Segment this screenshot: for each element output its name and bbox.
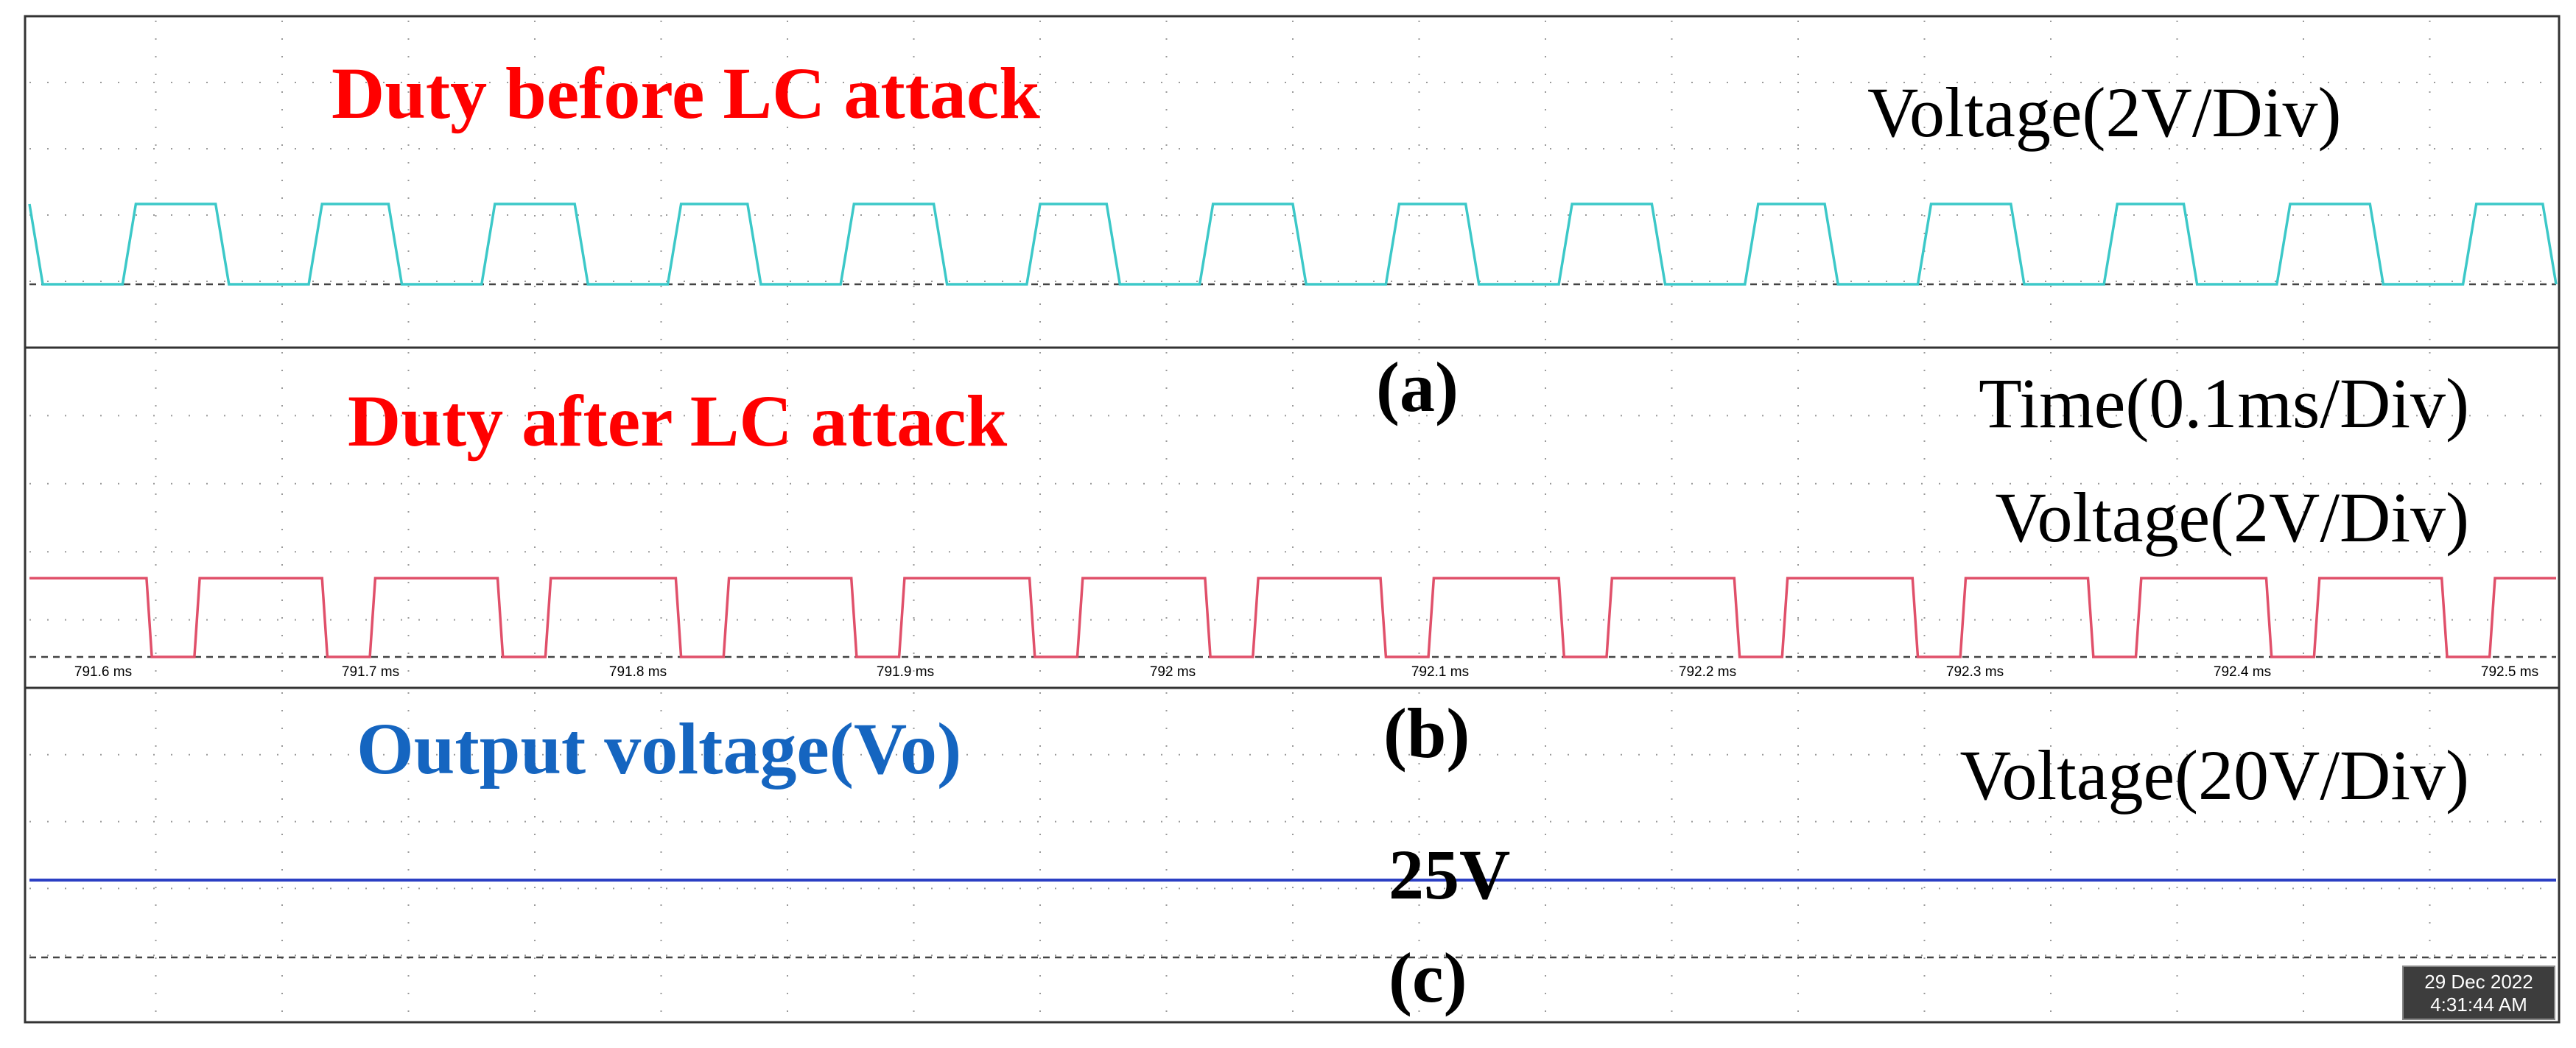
panel-b-label: (b) xyxy=(1383,694,1470,773)
x-tick-label: 792.4 ms xyxy=(2214,664,2271,680)
panel-a-title: Duty before LC attack xyxy=(331,52,1040,134)
x-tick-labels: 791.6 ms 791.7 ms 791.8 ms 791.9 ms 792 ms 79… xyxy=(74,664,2538,680)
panel-a-ylabel: Voltage(2V/Div) xyxy=(1867,73,2341,152)
panel-a-label: (a) xyxy=(1376,348,1459,426)
timestamp-date: 29 Dec 2022 xyxy=(2424,971,2533,993)
panel-c-frame xyxy=(24,686,2561,1024)
timestamp-box: 29 Dec 2022 4:31:44 AM xyxy=(2402,966,2555,1020)
x-tick-label: 791.6 ms xyxy=(74,664,132,680)
panel-b-title: Duty after LC attack xyxy=(348,380,1008,462)
panel-c-title: Output voltage(Vo) xyxy=(357,708,961,789)
x-tick-label: 792 ms xyxy=(1150,664,1196,680)
x-tick-label: 792.3 ms xyxy=(1946,664,2004,680)
grid xyxy=(29,21,2556,1018)
x-tick-label: 792.1 ms xyxy=(1411,664,1469,680)
x-tick-label: 792.2 ms xyxy=(1679,664,1736,680)
panel-c-ylabel: Voltage(20V/Div) xyxy=(1960,736,2469,815)
x-tick-label: 792.5 ms xyxy=(2481,664,2538,680)
panel-frames xyxy=(24,15,2561,1024)
duty-before-waveform xyxy=(28,203,2558,286)
output-voltage-annotation: 25V xyxy=(1389,835,1510,914)
x-tick-label: 791.7 ms xyxy=(342,664,399,680)
panel-b-ylabel: Voltage(2V/Div) xyxy=(1996,478,2469,557)
timestamp-background xyxy=(2402,966,2555,1020)
x-tick-label: 791.9 ms xyxy=(877,664,934,680)
series-duty-before xyxy=(28,203,2558,286)
panel-b-xlabel: Time(0.1ms/Div) xyxy=(1979,364,2469,443)
duty-after-waveform xyxy=(29,577,2556,658)
series-duty-after xyxy=(29,577,2556,658)
timestamp-time: 4:31:44 AM xyxy=(2430,994,2527,1016)
panel-c-label: (c) xyxy=(1389,938,1467,1017)
x-tick-label: 791.8 ms xyxy=(609,664,667,680)
